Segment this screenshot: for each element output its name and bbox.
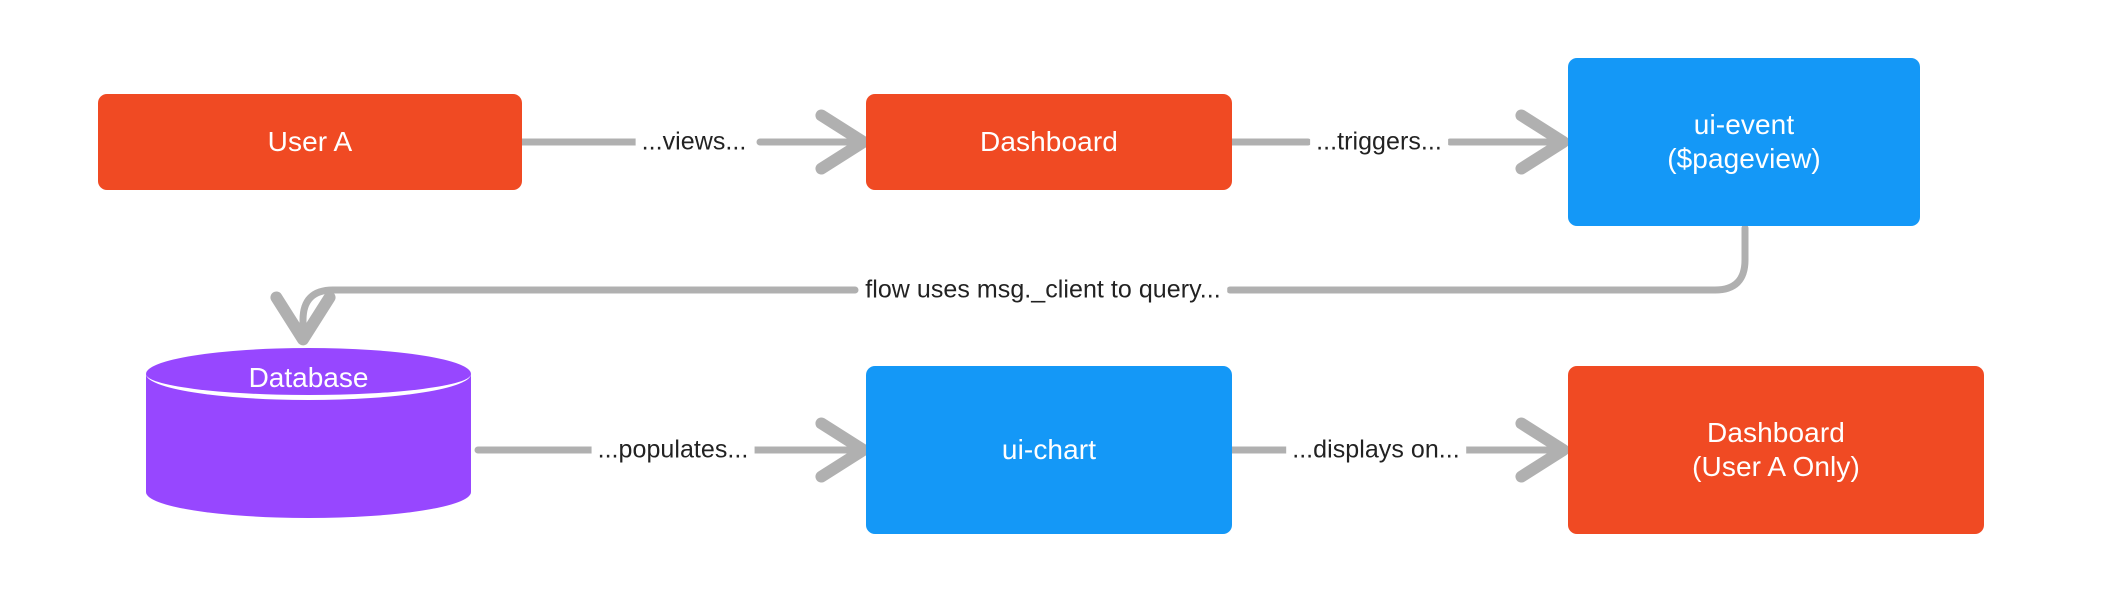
edge-label-triggers: ...triggers...	[1310, 127, 1448, 157]
node-user-a[interactable]: User A	[98, 94, 522, 190]
edge-label-views: ...views...	[635, 127, 753, 157]
edge-label-flow-query: flow uses msg._client to query...	[859, 275, 1227, 305]
node-ui-chart-label: ui-chart	[1001, 433, 1097, 465]
node-dashboard-bottom-label-line2: (User A Only)	[1692, 451, 1860, 482]
node-ui-chart[interactable]: ui-chart	[866, 366, 1232, 534]
node-database[interactable]: Database	[146, 348, 471, 518]
edge-label-populates: ...populates...	[591, 435, 755, 465]
node-ui-event[interactable]: ui-event ($pageview)	[1568, 58, 1920, 226]
node-dashboard-top-label: Dashboard	[980, 125, 1118, 157]
cylinder-top-ellipse	[146, 348, 471, 400]
node-dashboard-bottom[interactable]: Dashboard (User A Only)	[1568, 366, 1984, 534]
node-dashboard-bottom-label-line1: Dashboard	[1707, 416, 1845, 448]
node-dashboard-top[interactable]: Dashboard	[866, 94, 1232, 190]
node-ui-event-label-line1: ui-event	[1693, 108, 1795, 140]
node-user-a-label: User A	[267, 125, 353, 157]
edge-label-displays-on: ...displays on...	[1286, 435, 1466, 465]
node-database-label: Database	[248, 362, 369, 393]
node-ui-event-label-line2: ($pageview)	[1667, 143, 1821, 174]
